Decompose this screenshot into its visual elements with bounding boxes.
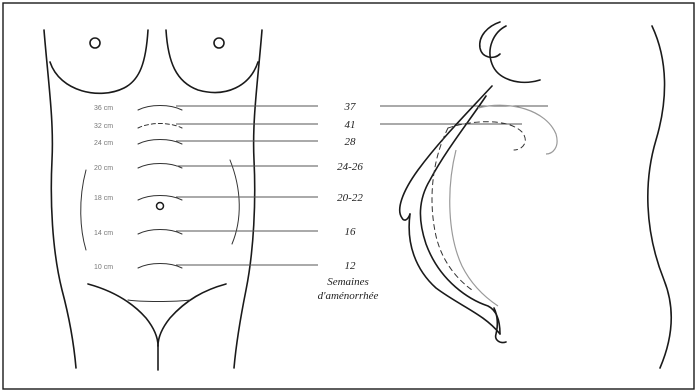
arc-10cm [138, 264, 182, 269]
side-breast-lower [490, 26, 540, 82]
week-label: 28 [345, 136, 357, 148]
arc-36cm [138, 106, 182, 111]
navel [157, 203, 164, 210]
arc-32cm [138, 124, 182, 129]
cm-label: 14 cm [94, 230, 113, 237]
arc-24cm [138, 140, 182, 145]
week-label: 12 [345, 260, 357, 272]
groin-line [88, 284, 158, 346]
right-nipple [214, 38, 224, 48]
side-view [400, 22, 557, 343]
belly-left-curve [81, 170, 86, 250]
week-label: 16 [345, 226, 357, 238]
arc-14cm [138, 230, 182, 235]
back-silhouette [648, 26, 671, 368]
uterus-grey-curve [478, 105, 557, 154]
torso-left-contour [44, 30, 76, 368]
fundal-arcs-front [138, 106, 182, 269]
cm-label: 20 cm [94, 165, 113, 172]
pubic-line [128, 300, 190, 302]
groin-line-right [158, 284, 226, 346]
caption-line-1: Semaines [327, 276, 369, 288]
front-torso [44, 30, 262, 370]
cm-labels: 36 cm 32 cm 24 cm 20 cm 18 cm 14 cm 10 c… [94, 105, 113, 271]
uterus-grey-inner [450, 150, 498, 306]
cm-label: 10 cm [94, 264, 113, 271]
right-breast [166, 30, 258, 92]
arc-20cm [138, 164, 182, 169]
cm-label: 24 cm [94, 140, 113, 147]
week-label: 24-26 [337, 161, 363, 173]
left-nipple [90, 38, 100, 48]
caption: Semaines d'aménorrhée [318, 276, 379, 302]
caption-line-2: d'aménorrhée [318, 290, 379, 302]
week-labels: 37 41 28 24-26 20-22 16 12 [337, 101, 363, 272]
guide-lines [176, 106, 548, 265]
torso-right-contour [234, 30, 262, 368]
week-label: 37 [344, 101, 357, 113]
week-label: 20-22 [337, 192, 363, 204]
arc-18cm [138, 196, 182, 201]
cm-label: 18 cm [94, 195, 113, 202]
cm-label: 32 cm [94, 123, 113, 130]
week-label: 41 [345, 119, 356, 131]
cm-label: 36 cm [94, 105, 113, 112]
uterus-dashed-outline [432, 122, 525, 290]
